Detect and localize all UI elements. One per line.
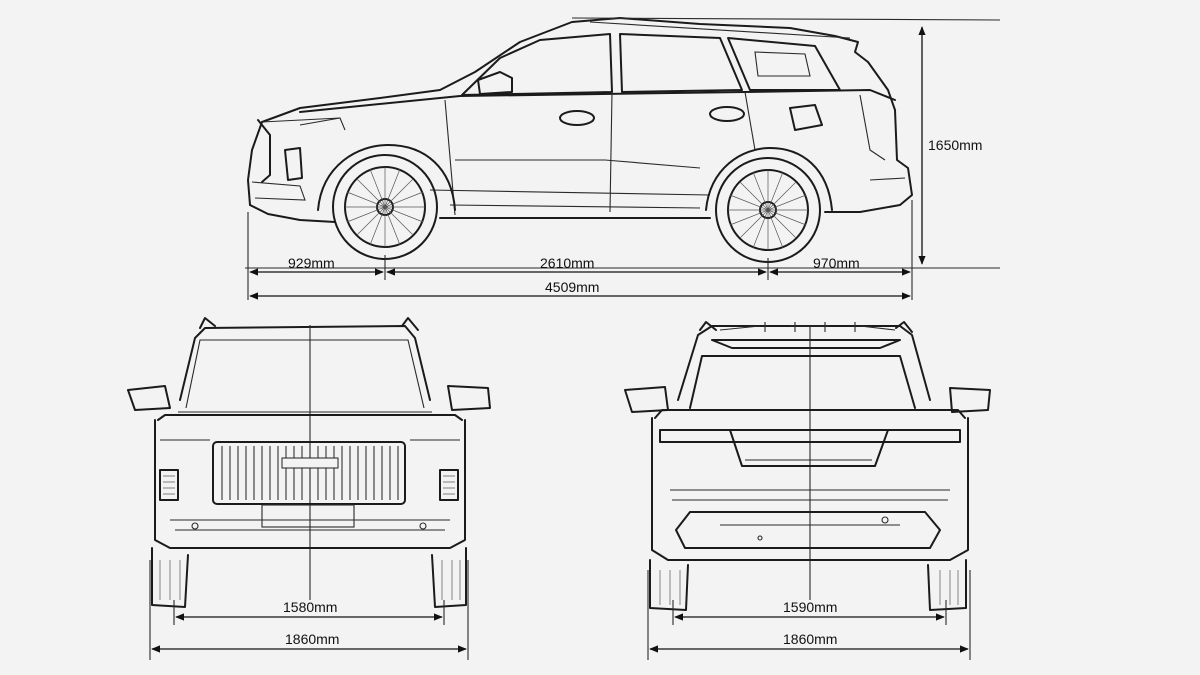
rear-dimension-lines: 1590mm 1860mm xyxy=(647,570,971,660)
wheelbase-label: 2610mm xyxy=(540,255,594,271)
rear-track-label: 1590mm xyxy=(783,599,837,615)
grille-icon xyxy=(221,446,399,500)
rear-view xyxy=(624,321,991,611)
front-overhang-label: 929mm xyxy=(288,255,335,271)
side-view xyxy=(245,17,1001,269)
rear-wheel-icon xyxy=(715,157,821,263)
rear-width-label: 1860mm xyxy=(783,631,837,647)
front-track-label: 1580mm xyxy=(283,599,337,615)
front-view xyxy=(127,317,491,608)
front-width-label: 1860mm xyxy=(285,631,339,647)
front-wheel-icon xyxy=(332,154,438,260)
side-dimension-lines: 929mm 2610mm 970mm 4509mm 1650mm xyxy=(247,26,982,300)
overall-height-label: 1650mm xyxy=(928,137,982,153)
rear-overhang-label: 970mm xyxy=(813,255,860,271)
front-dimension-lines: 1580mm 1860mm xyxy=(149,560,469,660)
overall-length-label: 4509mm xyxy=(545,279,599,295)
